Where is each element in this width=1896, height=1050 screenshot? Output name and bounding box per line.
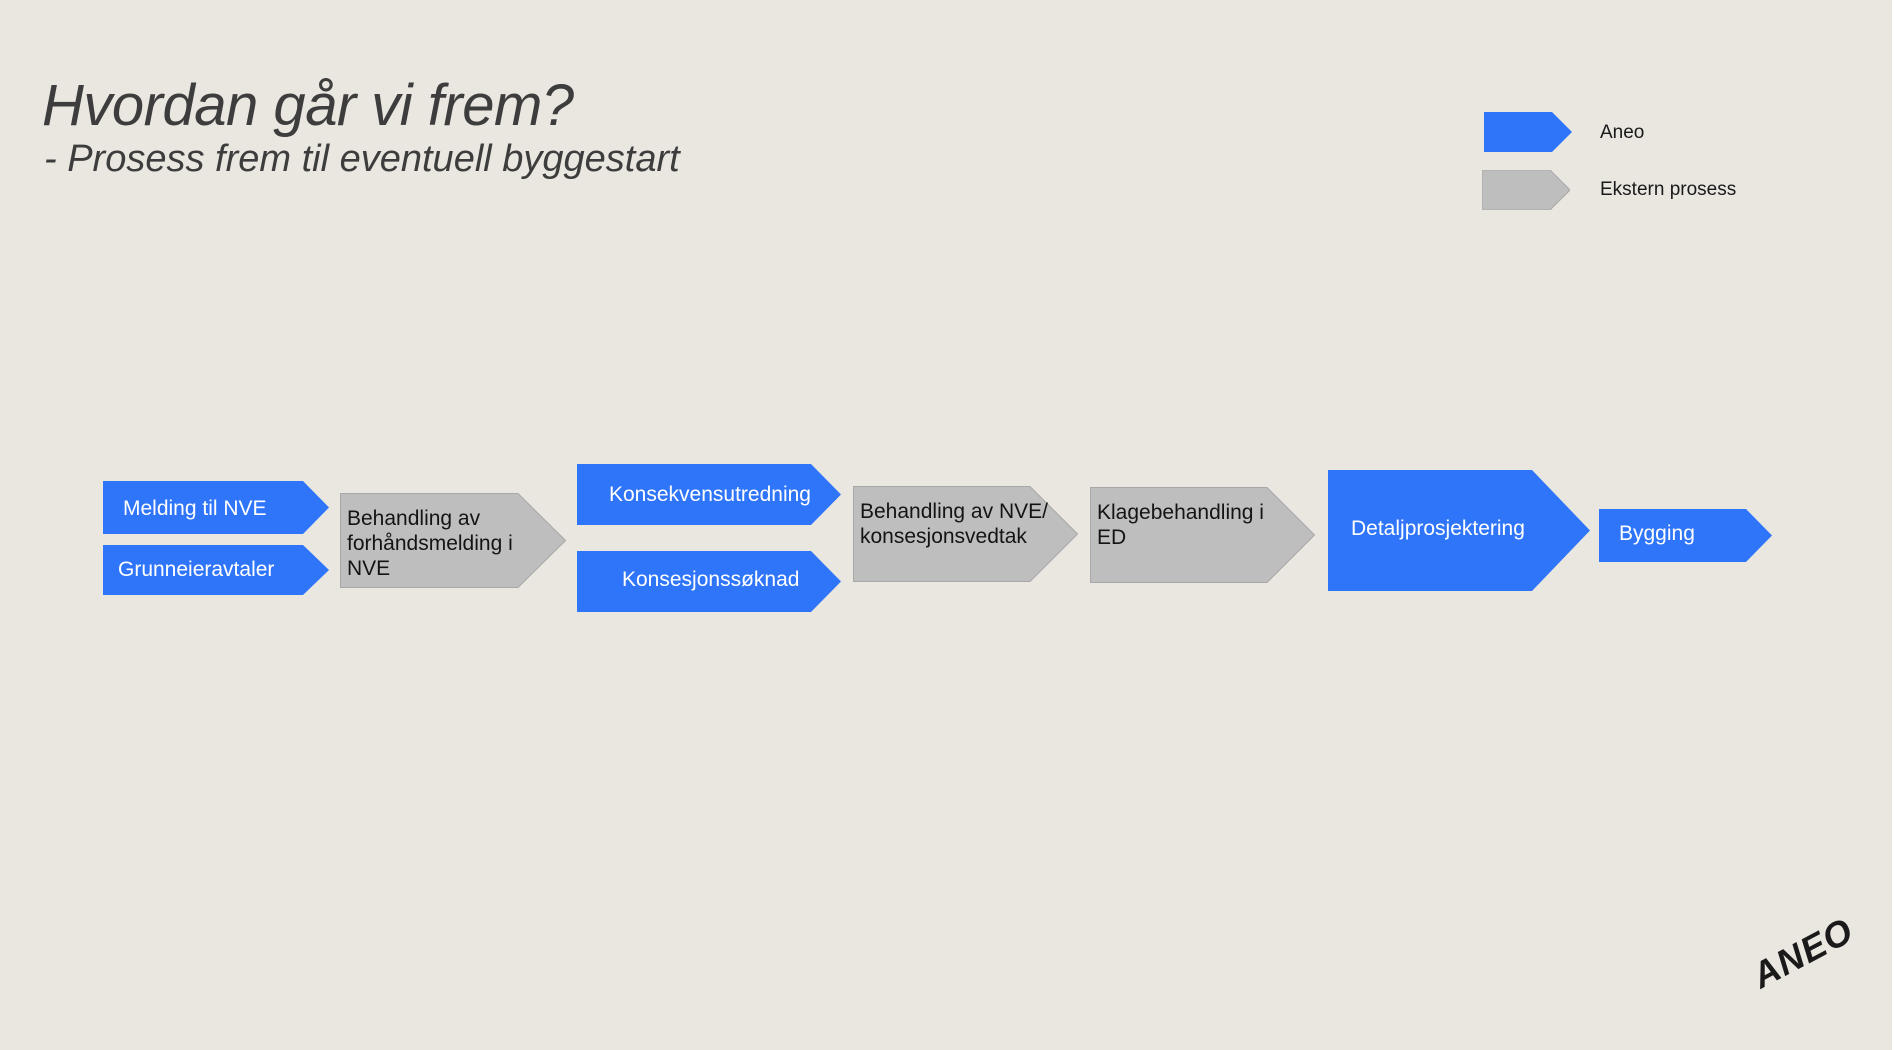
arrow-shape	[577, 551, 841, 612]
step-melding-til-nve: Melding til NVE	[103, 481, 329, 534]
aneo-logo: ANEO	[1745, 909, 1860, 997]
arrow-shape	[103, 481, 329, 534]
step-label: Behandling av NVE/ konsesjonsvedtak	[860, 500, 1048, 549]
arrow-shape	[1090, 487, 1315, 583]
arrow-shape	[340, 493, 566, 588]
arrow-shape	[577, 464, 841, 525]
step-label: Detaljprosjektering	[1351, 517, 1525, 540]
step-detaljprosjektering: Detaljprosjektering	[1328, 470, 1590, 591]
step-label: Konsekvensutredning	[609, 483, 811, 506]
step-konsesjonssoknad: Konsesjonssøknad	[577, 551, 841, 612]
slide-subtitle: - Prosess frem til eventuell byggestart	[44, 138, 680, 180]
legend-aneo-label: Aneo	[1600, 122, 1645, 143]
slide-title: Hvordan går vi frem?	[42, 73, 574, 138]
step-bygging: Bygging	[1599, 509, 1772, 562]
step-label: Konsesjonssøknad	[622, 568, 800, 591]
step-label: Behandling av forhåndsmelding i NVE	[347, 507, 513, 581]
step-label: Grunneieravtaler	[118, 558, 275, 581]
legend-ekstern-arrow	[1482, 170, 1570, 210]
step-label: Bygging	[1619, 522, 1695, 545]
legend-ekstern-label: Ekstern prosess	[1600, 179, 1737, 200]
step-behandling-forhandsmelding: Behandling av forhåndsmelding i NVE	[340, 493, 566, 588]
step-label: Klagebehandling i ED	[1097, 501, 1264, 550]
arrow-shape	[1328, 470, 1590, 591]
arrow-shape	[853, 486, 1078, 582]
arrow-shape	[1599, 509, 1772, 562]
legend-aneo-arrow	[1484, 112, 1572, 152]
step-behandling-konsesjonsvedtak: Behandling av NVE/ konsesjonsvedtak	[853, 486, 1078, 582]
step-klagebehandling: Klagebehandling i ED	[1090, 487, 1315, 583]
slide-edge	[1892, 0, 1896, 1050]
arrow-shape	[103, 545, 329, 595]
step-label: Melding til NVE	[123, 497, 267, 520]
step-konsekvensutredning: Konsekvensutredning	[577, 464, 841, 525]
step-grunneieravtaler: Grunneieravtaler	[103, 545, 329, 595]
